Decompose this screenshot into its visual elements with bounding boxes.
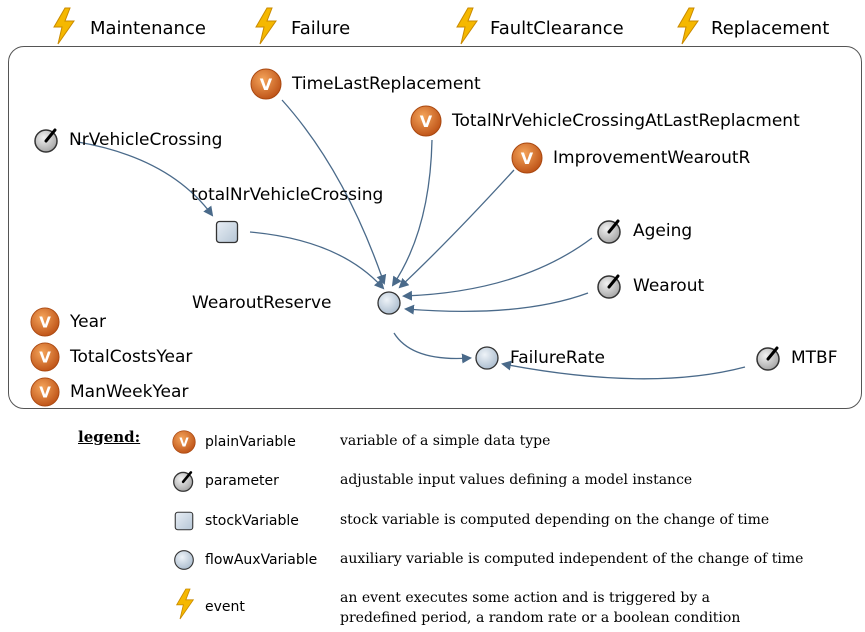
parameter-icon <box>173 471 194 492</box>
arrow-wearoutreserve-to-failurerate <box>393 332 472 364</box>
node-total-costs-year[interactable]: TotalCostsYear <box>70 347 193 367</box>
plain-variable-icon: V <box>30 307 60 337</box>
svg-text:V: V <box>521 149 534 168</box>
flow-aux-variable-icon <box>475 346 499 370</box>
legend-event-desc-line1: an event executes some action and is tri… <box>340 590 711 606</box>
event-bolt-icon <box>53 7 75 45</box>
plain-variable-icon: V <box>410 105 442 137</box>
node-nr-vehicle-crossing[interactable]: NrVehicleCrossing <box>69 130 223 150</box>
parameter-icon <box>597 219 621 244</box>
node-total-nr-vehicle-crossing-at-last-replacment[interactable]: TotalNrVehicleCrossingAtLastReplacment <box>452 111 800 131</box>
svg-text:V: V <box>39 384 51 402</box>
event-bolt-icon <box>677 7 699 45</box>
legend-flow-aux-variable: flowAuxVariable <box>205 552 318 568</box>
legend-parameter: parameter <box>205 473 279 489</box>
node-ageing[interactable]: Ageing <box>633 221 693 241</box>
event-bolt-icon <box>175 588 195 620</box>
model-frame <box>8 46 862 409</box>
plain-variable-icon: V <box>172 430 196 454</box>
stock-variable-icon[interactable] <box>215 220 239 244</box>
node-failure-rate[interactable]: FailureRate <box>510 348 605 368</box>
event-replacement[interactable]: Replacement <box>711 18 830 39</box>
flow-aux-variable-icon <box>174 550 194 570</box>
legend-stock-variable: stockVariable <box>205 513 299 529</box>
svg-text:V: V <box>420 112 433 131</box>
arrow-wearout-to-wearoutreserve <box>404 292 589 315</box>
event-fault-clearance[interactable]: FaultClearance <box>490 18 624 39</box>
arrow-improvement-to-wearoutreserve <box>398 169 515 289</box>
node-year[interactable]: Year <box>70 312 106 332</box>
legend-plain-variable-desc: variable of a simple data type <box>340 433 551 449</box>
legend-parameter-desc: adjustable input values defining a model… <box>340 472 693 488</box>
node-man-week-year[interactable]: ManWeekYear <box>70 382 189 402</box>
node-time-last-replacement[interactable]: TimeLastReplacement <box>292 74 481 94</box>
legend-flow-aux-variable-desc: auxiliary variable is computed independe… <box>340 551 804 567</box>
svg-text:V: V <box>260 75 273 94</box>
arrow-timelast-to-wearoutreserve <box>281 99 387 285</box>
svg-text:V: V <box>39 349 51 367</box>
svg-text:V: V <box>39 314 51 332</box>
event-bolt-icon <box>456 7 478 45</box>
event-maintenance[interactable]: Maintenance <box>90 18 206 39</box>
svg-text:V: V <box>179 436 189 450</box>
legend-event-desc-line2: predefined period, a random rate or a bo… <box>340 610 741 626</box>
arrow-totalnrlast-to-wearoutreserve <box>391 139 433 287</box>
node-wearout-reserve-label: WearoutReserve <box>192 293 332 313</box>
stock-variable-icon <box>174 511 194 531</box>
plain-variable-icon: V <box>30 377 60 407</box>
arrow-mtbf-to-failurerate <box>501 360 746 380</box>
flow-aux-variable-icon[interactable] <box>376 290 402 316</box>
arrow-ageing-to-wearoutreserve <box>402 237 593 301</box>
legend-event: event <box>205 599 245 615</box>
arrow-nrvehicle-to-total <box>77 141 214 217</box>
parameter-icon <box>597 274 621 299</box>
parameter-icon <box>756 346 780 371</box>
event-bolt-icon <box>255 7 277 45</box>
legend-stock-variable-desc: stock variable is computed depending on … <box>340 512 770 528</box>
legend-title: legend: <box>78 428 141 446</box>
plain-variable-icon: V <box>250 68 282 100</box>
arrow-total-to-wearoutreserve <box>249 231 385 290</box>
plain-variable-icon: V <box>511 142 543 174</box>
legend-plain-variable: plainVariable <box>205 434 296 450</box>
parameter-icon <box>34 128 58 153</box>
node-total-nr-vehicle-crossing-label: totalNrVehicleCrossing <box>191 185 384 205</box>
node-improvement-wearout-r[interactable]: ImprovementWearoutR <box>553 148 751 168</box>
node-wearout[interactable]: Wearout <box>633 276 705 296</box>
event-failure[interactable]: Failure <box>291 18 351 39</box>
node-mtbf[interactable]: MTBF <box>791 348 838 368</box>
plain-variable-icon: V <box>30 342 60 372</box>
